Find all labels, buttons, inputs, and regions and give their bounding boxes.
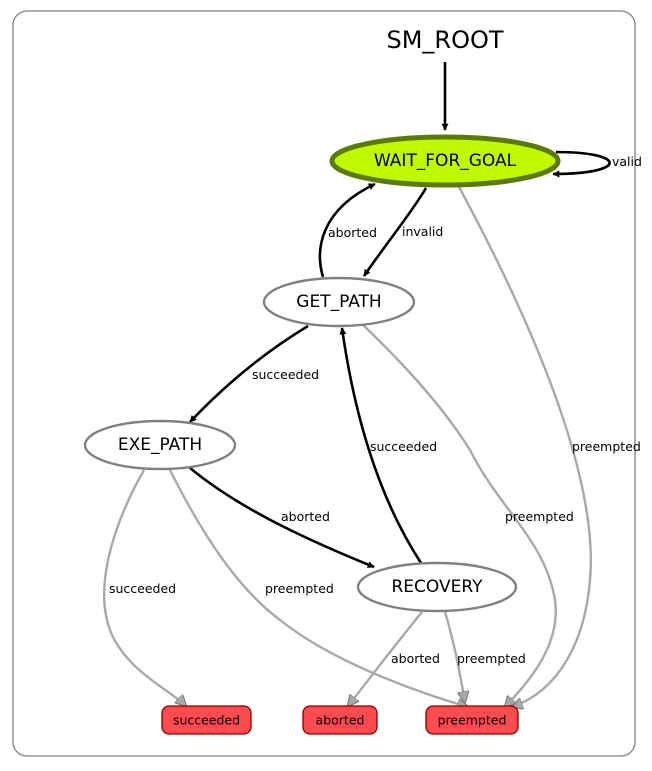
sm-root-container (12, 10, 636, 757)
edge-exe-preempted (168, 469, 468, 707)
edge-label-rec-aborted: aborted (391, 651, 440, 666)
state-get-path-label: GET_PATH (296, 292, 381, 312)
edge-rec-aborted (348, 611, 423, 706)
outcome-aborted-label: aborted (316, 713, 365, 728)
edge-label-wait-preempted: preempted (572, 439, 641, 454)
edge-exe-succeeded (103, 469, 186, 706)
edge-wait-invalid (362, 187, 428, 277)
edge-wait-valid-loop (552, 150, 611, 178)
edge-label-wait-valid: valid (612, 154, 642, 169)
edge-label-get-succeeded: succeeded (252, 367, 319, 382)
outcome-preempted[interactable]: preempted (425, 705, 519, 735)
state-recovery-label: RECOVERY (392, 577, 484, 597)
edge-label-wait-invalid: invalid (402, 224, 443, 239)
outcome-succeeded-label: succeeded (173, 713, 240, 728)
edge-get-succeeded (189, 324, 309, 423)
outcome-preempted-label: preempted (438, 713, 507, 728)
edge-label-get-preempted: preempted (505, 509, 574, 524)
edge-label-exe-preempted: preempted (265, 581, 334, 596)
edge-get-preempted (362, 324, 557, 707)
outcome-succeeded[interactable]: succeeded (161, 705, 252, 735)
edge-label-exe-aborted: aborted (281, 509, 330, 524)
sm-root-title: SM_ROOT (386, 26, 503, 54)
state-recovery[interactable]: RECOVERY (356, 561, 518, 613)
edge-wait-preempted (457, 186, 593, 707)
state-wait-for-goal-label: WAIT_FOR_GOAL (374, 151, 517, 171)
edge-exe-aborted (189, 466, 375, 569)
edge-label-rec-succeeded: succeeded (370, 439, 437, 454)
state-exe-path[interactable]: EXE_PATH (83, 419, 237, 471)
edge-label-rec-preempted: preempted (457, 651, 526, 666)
edge-rec-succeeded (339, 327, 423, 564)
edge-label-get-aborted: aborted (328, 225, 377, 240)
edge-rec-preempted (443, 611, 465, 702)
state-wait-for-goal[interactable]: WAIT_FOR_GOAL (329, 134, 561, 188)
edge-label-exe-succeeded: succeeded (109, 581, 176, 596)
outcome-aborted[interactable]: aborted (302, 705, 378, 735)
state-get-path[interactable]: GET_PATH (262, 276, 416, 328)
state-exe-path-label: EXE_PATH (118, 435, 202, 455)
edge-get-aborted (318, 182, 376, 278)
